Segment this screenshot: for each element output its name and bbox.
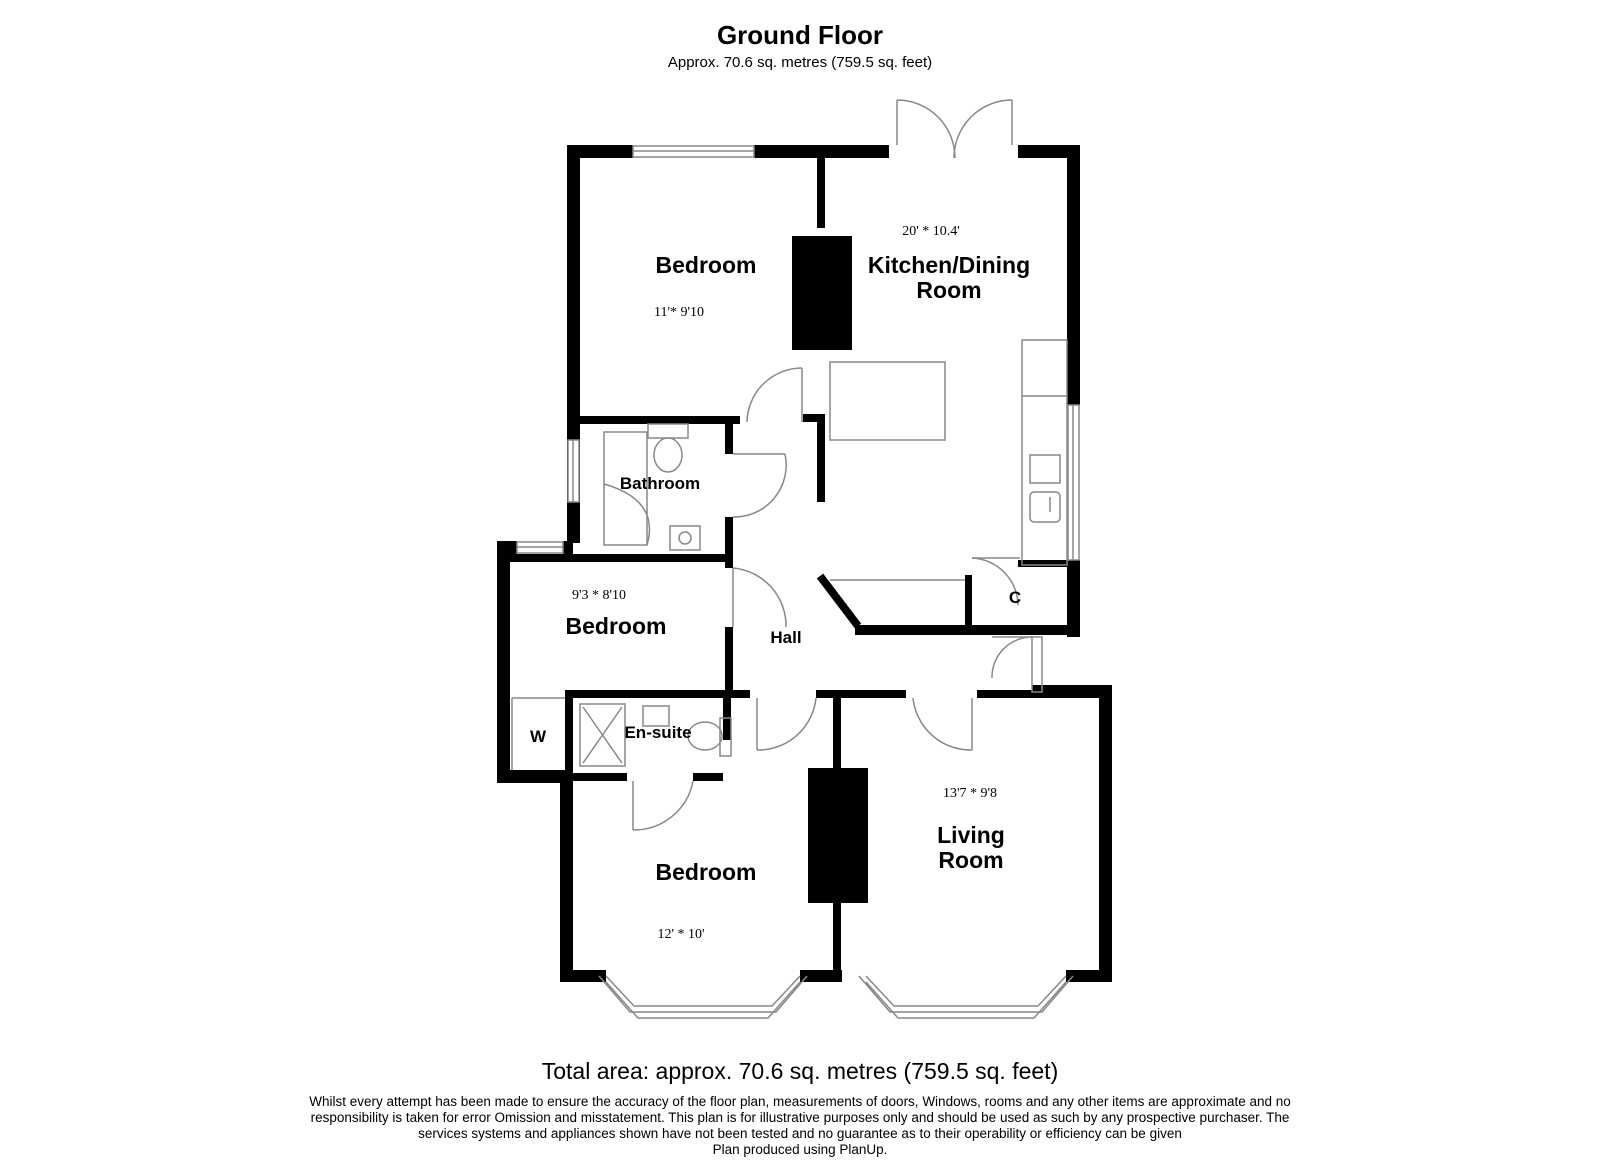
wall	[560, 970, 606, 982]
wall	[563, 541, 573, 554]
wall	[580, 416, 740, 424]
room-name-bedroom-mid: Bedroom	[566, 613, 667, 639]
ensuite-basin	[642, 705, 670, 727]
disclaimer-line: services systems and appliances shown ha…	[418, 1126, 1182, 1141]
toilet-bowl	[653, 437, 683, 473]
doors	[632, 99, 1043, 831]
wall	[1066, 970, 1112, 982]
wall	[833, 698, 841, 768]
walls	[497, 145, 1112, 982]
wall	[567, 145, 633, 158]
kitchen-sink-bowl	[1029, 491, 1061, 523]
toilet-cistern	[647, 423, 689, 439]
room-dims-bedroom-bottom: 12' * 10'	[657, 927, 704, 942]
wall	[723, 698, 731, 740]
total-area: Total area: approx. 70.6 sq. metres (759…	[541, 1058, 1059, 1084]
wall	[725, 416, 733, 454]
kitchen-counter	[1021, 339, 1068, 566]
wall	[725, 517, 733, 562]
fixtures	[511, 339, 1068, 770]
wall	[497, 770, 573, 783]
ensuite-toilet-bowl	[687, 721, 723, 751]
bathroom-basin	[669, 525, 701, 551]
room-name-wardrobe: W	[530, 727, 547, 746]
wall	[565, 690, 573, 783]
wall	[977, 690, 1032, 698]
disclaimer-line: Whilst every attempt has been made to en…	[309, 1094, 1291, 1109]
wall	[816, 690, 906, 698]
kitchen-table	[829, 361, 946, 441]
wall	[560, 770, 573, 982]
wall	[1067, 560, 1080, 637]
wall	[497, 554, 733, 562]
wall	[803, 414, 825, 422]
page-subtitle: Approx. 70.6 sq. metres (759.5 sq. feet)	[667, 54, 933, 71]
wall	[1018, 145, 1080, 158]
wall-diagonal	[816, 573, 862, 629]
room-name-ensuite: En-suite	[624, 723, 691, 742]
wall	[497, 541, 517, 554]
wall	[754, 145, 889, 158]
wall	[725, 562, 733, 568]
wall	[1067, 145, 1080, 405]
wall	[725, 627, 733, 697]
wall	[1018, 560, 1073, 567]
chimney-breast	[808, 768, 868, 903]
chimney-breast	[792, 236, 852, 350]
page-title: Ground Floor	[716, 20, 884, 50]
shower-tray	[579, 703, 626, 767]
room-name-living-line1: Living	[937, 822, 1005, 848]
wall	[497, 541, 510, 783]
room-dims-bedroom-top: 11'* 9'10	[654, 305, 704, 320]
wall	[965, 575, 972, 630]
wall	[1099, 685, 1112, 982]
wall	[833, 903, 841, 982]
room-dims-living: 13'7 * 9'8	[943, 786, 997, 801]
windows	[516, 145, 1080, 561]
bay-windows	[598, 975, 1074, 1019]
disclaimer-line: responsibility is taken for error Omissi…	[310, 1110, 1290, 1125]
room-name-kitchen-line1: Kitchen/Dining	[868, 252, 1030, 278]
room-name-cupboard: C	[1009, 588, 1021, 607]
kitchen-sink	[1029, 454, 1061, 484]
room-name-hall: Hall	[770, 628, 801, 647]
room-dims-bedroom-mid: 9'3 * 8'10	[572, 588, 626, 603]
wall	[817, 158, 825, 228]
wall	[565, 690, 750, 698]
produced-by: Plan produced using PlanUp.	[712, 1142, 888, 1157]
wall	[693, 773, 723, 781]
room-labels: Bedroom 11'* 9'10 20' * 10.4' Kitchen/Di…	[530, 224, 1030, 942]
room-name-bathroom: Bathroom	[620, 474, 700, 493]
wall	[1032, 685, 1112, 698]
wall	[800, 970, 842, 982]
room-name-bedroom-bottom: Bedroom	[656, 859, 757, 885]
room-name-living-line2: Room	[938, 847, 1003, 873]
room-name-kitchen-line2: Room	[916, 277, 981, 303]
wall	[565, 773, 627, 781]
ensuite-toilet-cistern	[719, 717, 732, 757]
room-dims-kitchen: 20' * 10.4'	[902, 224, 960, 239]
disclaimer: Whilst every attempt has been made to en…	[250, 1094, 1350, 1158]
wall	[817, 420, 825, 502]
room-name-bedroom-top: Bedroom	[656, 252, 757, 278]
